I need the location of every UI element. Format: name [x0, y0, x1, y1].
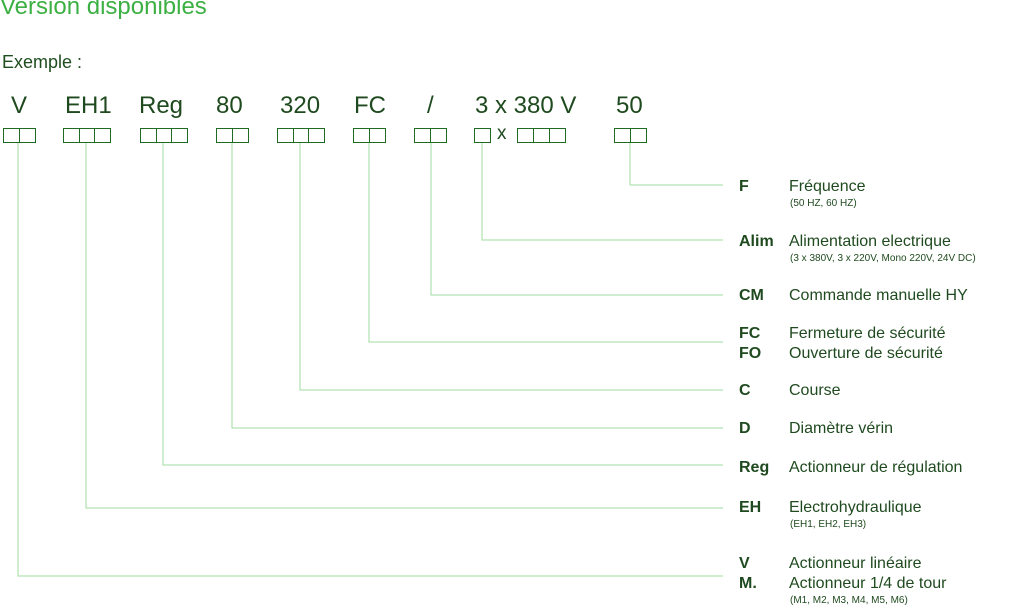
- legend-abbr-c: C: [739, 382, 751, 399]
- legend-label-opening: Ouverture de sécurité: [789, 345, 943, 362]
- connector-safety: [368, 143, 723, 343]
- code-box-course: [277, 128, 325, 143]
- legend-label-eh: Electrohydraulique: [789, 499, 922, 516]
- code-box-reg: [140, 128, 188, 143]
- legend-abbr-v: V: [739, 555, 750, 572]
- legend-abbr-reg: Reg: [739, 459, 770, 476]
- code-slash: /: [427, 92, 434, 119]
- code-eh1: EH1: [65, 92, 112, 119]
- code-box-voltage: [517, 128, 566, 143]
- legend-sub-eh: (EH1, EH2, EH3): [790, 519, 867, 530]
- connector-v: [17, 143, 723, 577]
- code-box-v: [3, 128, 36, 143]
- legend-abbr-fc: FC: [739, 325, 761, 342]
- code-box-frequency: [614, 128, 647, 143]
- legend-abbr-fo: FO: [739, 345, 762, 362]
- connector-alim: [481, 143, 723, 241]
- code-v: V: [11, 92, 28, 119]
- connector-diameter: [231, 143, 723, 429]
- example-label: Exemple :: [2, 52, 83, 72]
- page-title: Version disponibles: [0, 0, 207, 20]
- code-box-manual: [414, 128, 447, 143]
- legend-label-frequency: Fréquence: [789, 178, 866, 195]
- connector-manual: [430, 143, 723, 296]
- code-reg: Reg: [139, 92, 184, 119]
- legend-abbr-d: D: [739, 420, 751, 437]
- legend-label-diameter: Diamètre vérin: [789, 420, 894, 437]
- code-box-diameter: [216, 128, 249, 143]
- code-voltage: 3 x 380 V: [475, 92, 577, 119]
- code-box-phases: [474, 128, 491, 143]
- connector-eh: [85, 143, 723, 509]
- code-box-eh: [63, 128, 111, 143]
- legend-label-linear: Actionneur linéaire: [789, 555, 922, 572]
- code-50: 50: [616, 92, 643, 119]
- connector-frequency: [629, 143, 723, 186]
- legend-label-reg: Actionneur de régulation: [789, 459, 963, 476]
- times-separator: x: [497, 123, 507, 144]
- connector-course: [299, 143, 723, 391]
- legend-abbr-alim: Alim: [739, 233, 774, 250]
- code-80: 80: [216, 92, 243, 119]
- legend-abbr-m: M.: [739, 575, 757, 592]
- legend-sub-alim: (3 x 380V, 3 x 220V, Mono 220V, 24V DC): [790, 253, 976, 264]
- legend-label-manual: Commande manuelle HY: [789, 287, 968, 304]
- legend-abbr-eh: EH: [739, 499, 762, 516]
- legend-sub-m: (M1, M2, M3, M4, M5, M6): [790, 595, 908, 606]
- legend-label-course: Course: [789, 382, 841, 399]
- legend-abbr-cm: CM: [739, 287, 764, 304]
- legend-label-alim: Alimentation electrique: [789, 233, 951, 250]
- legend-abbr-f: F: [739, 178, 749, 195]
- code-box-safety: [353, 128, 386, 143]
- legend-label-closing: Fermeture de sécurité: [789, 325, 946, 342]
- legend-sub-frequency: (50 HZ, 60 HZ): [790, 198, 857, 209]
- legend-label-quarter-turn: Actionneur 1/4 de tour: [789, 575, 947, 592]
- connector-reg: [162, 143, 723, 466]
- code-320: 320: [280, 92, 321, 119]
- code-fc: FC: [354, 92, 386, 119]
